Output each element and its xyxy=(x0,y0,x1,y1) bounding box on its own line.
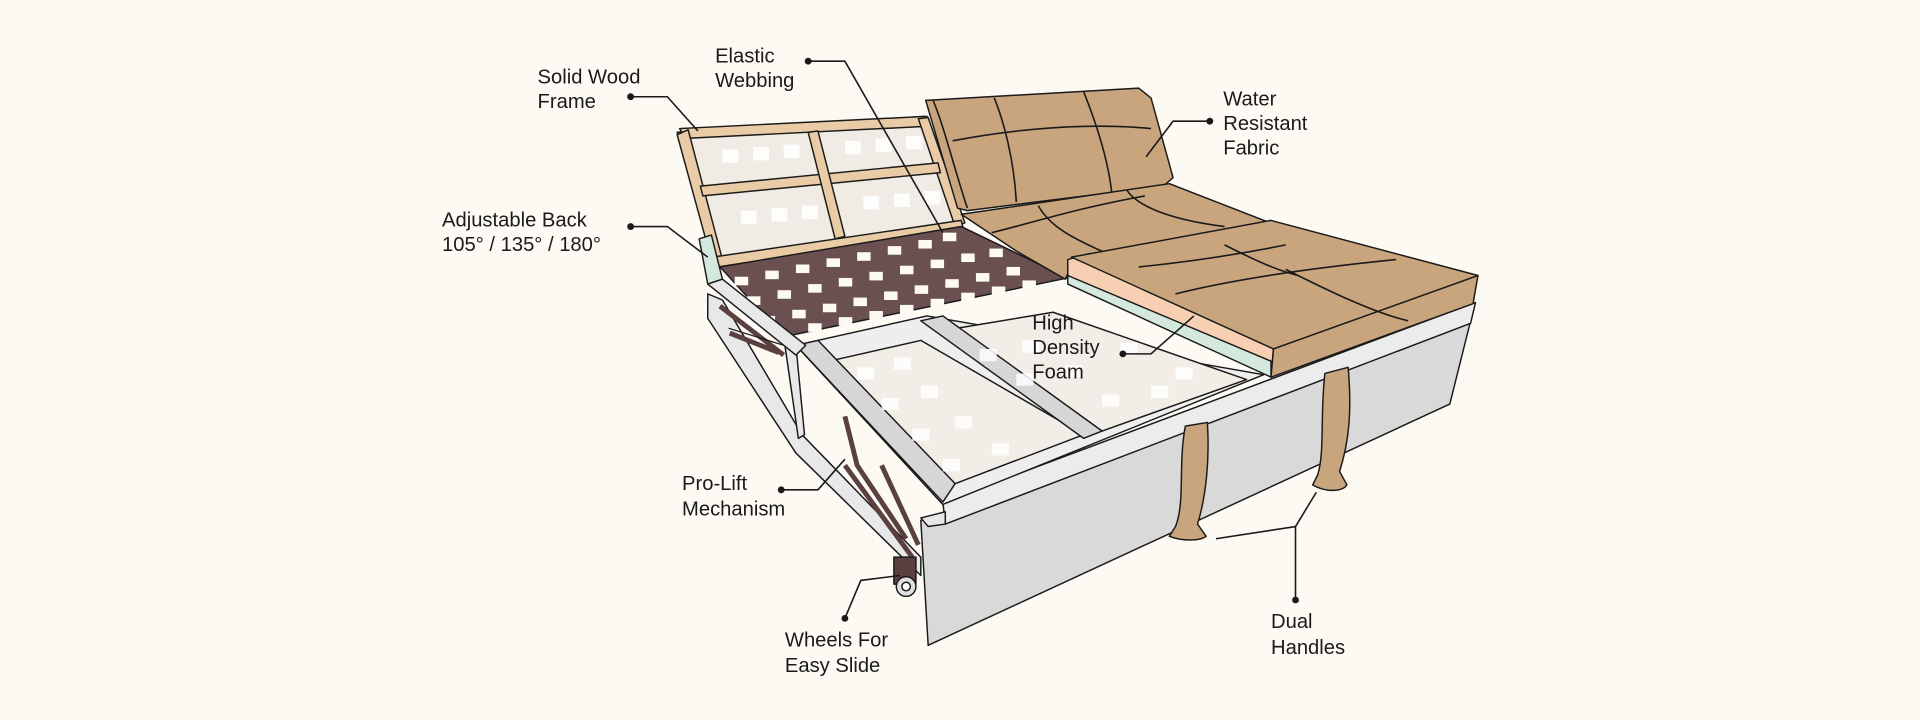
water-resistant-fabric-cushions xyxy=(924,87,1479,378)
label-water-resistant-fabric: Water Resistant Fabric xyxy=(1223,88,1313,159)
label-high-density-foam: High Density Foam xyxy=(1032,312,1105,383)
label-dual-handles: Dual Handles xyxy=(1271,611,1345,659)
label-adjustable-back: Adjustable Back 105° / 135° / 180° xyxy=(442,210,601,256)
elastic-webbing xyxy=(707,225,1069,356)
dual-handles xyxy=(1168,366,1351,541)
label-solid-wood-frame: Solid Wood Frame xyxy=(538,66,646,112)
label-elastic-webbing: Elastic Webbing xyxy=(715,45,794,91)
solid-wood-frame xyxy=(676,115,966,285)
wheel-icon xyxy=(893,556,917,598)
leader-lines xyxy=(627,57,1318,622)
label-pro-lift-mechanism: Pro-Lift Mechanism xyxy=(682,473,785,521)
backrest-cushion xyxy=(924,87,1174,212)
slat-platform xyxy=(782,311,1265,506)
label-wheels: Wheels For Easy Slide xyxy=(785,630,894,678)
pro-lift-mechanism xyxy=(707,293,922,577)
base-end xyxy=(920,511,947,528)
